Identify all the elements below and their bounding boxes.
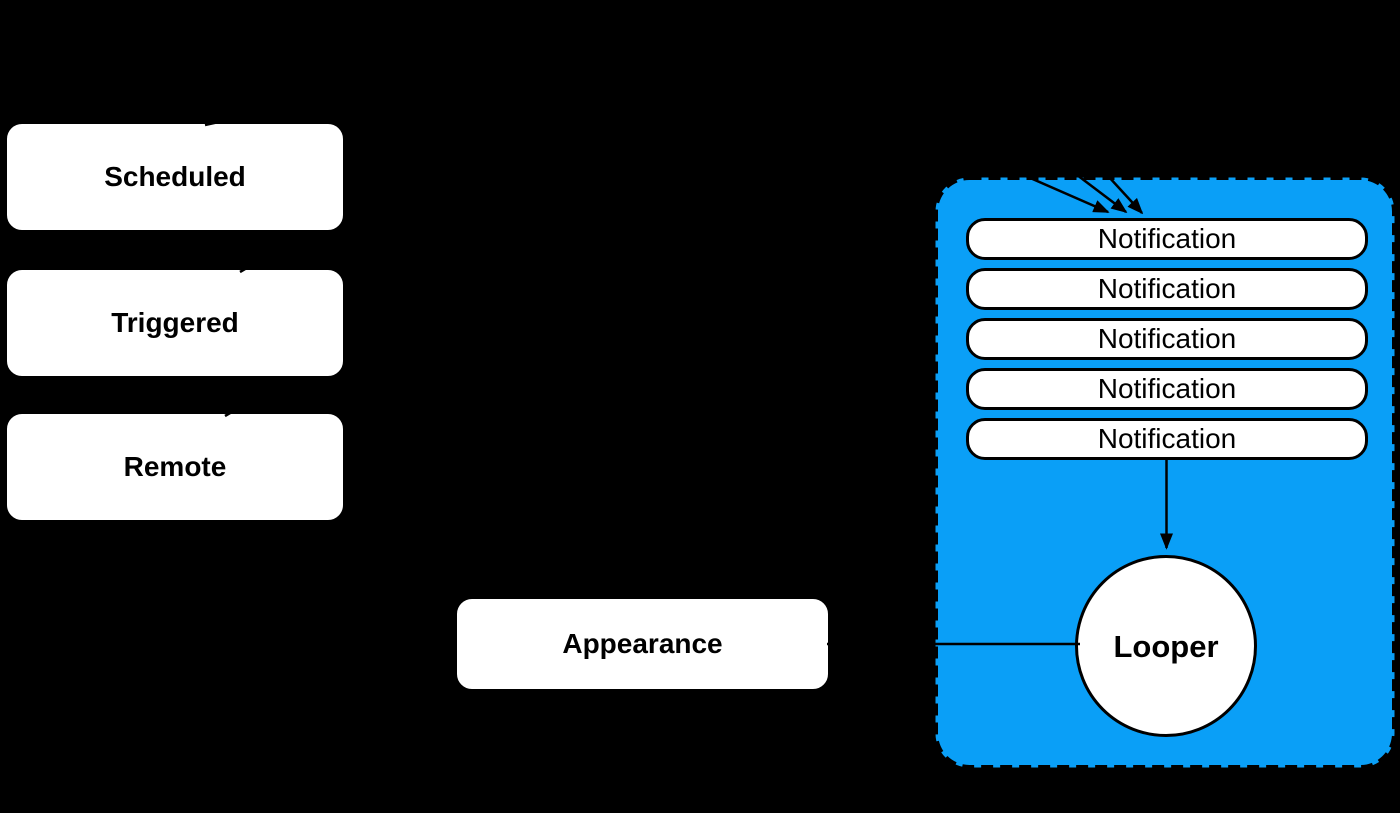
notification-label: Notification xyxy=(1097,223,1237,254)
scheduled-node: Scheduled xyxy=(5,122,345,232)
notification-item: Notification xyxy=(966,418,1368,460)
looper-label: Looper xyxy=(1113,628,1219,664)
notification-item: Notification xyxy=(966,368,1368,410)
appearance-label: Appearance xyxy=(562,628,723,659)
triggered-label: Triggered xyxy=(111,307,239,338)
arrow-triggered-to-queue xyxy=(1039,146,1128,214)
arrow-remote-to-queue xyxy=(1074,139,1144,215)
notification-label: Notification xyxy=(1097,423,1237,454)
appearance-node: Appearance xyxy=(455,597,830,691)
notification-item: Notification xyxy=(966,318,1368,360)
notification-label: Notification xyxy=(1097,373,1237,404)
scheduled-label: Scheduled xyxy=(104,161,246,192)
remote-node: Remote xyxy=(5,412,345,522)
arrow-scheduled-to-queue xyxy=(979,154,1110,214)
notification-label: Notification xyxy=(1097,323,1237,354)
notification-item: Notification xyxy=(966,268,1368,310)
notification-label: Notification xyxy=(1097,273,1237,304)
triggered-node: Triggered xyxy=(5,268,345,378)
looper-node: Looper xyxy=(1075,555,1257,737)
remote-label: Remote xyxy=(123,451,227,482)
notification-item: Notification xyxy=(966,218,1368,260)
